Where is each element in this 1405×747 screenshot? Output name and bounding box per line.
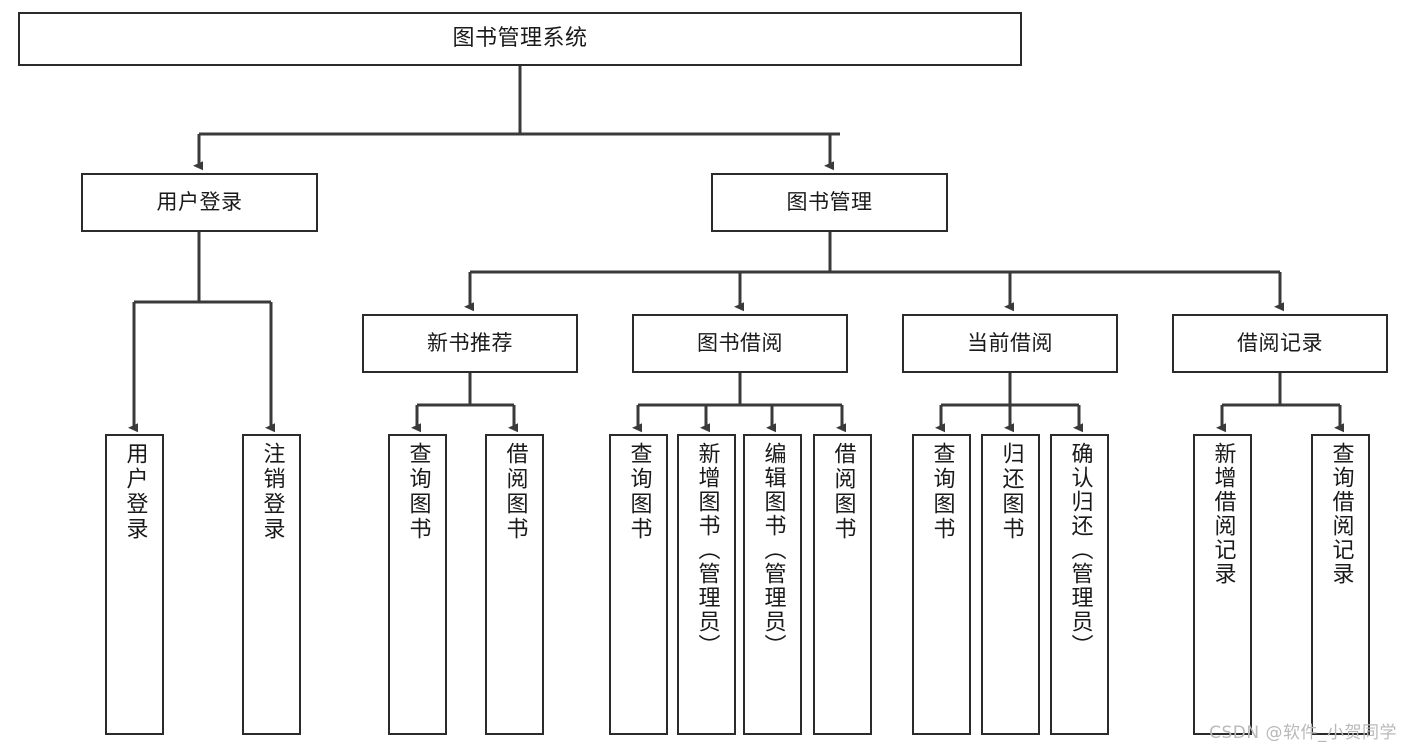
node-leaf-add-record-label: 新增借阅记录 (1210, 442, 1236, 586)
csdn-watermark: CSDN @软件_小贺同学 (1209, 723, 1397, 743)
node-leaf-logout-login[interactable]: 注销登录 (242, 434, 301, 735)
node-leaf-borrow-book-2[interactable]: 借阅图书 (813, 434, 872, 735)
node-leaf-add-record[interactable]: 新增借阅记录 (1193, 434, 1252, 735)
node-leaf-query-record-label: 查询借阅记录 (1328, 442, 1354, 586)
node-user-login-label: 用户登录 (156, 190, 243, 215)
node-current-borrow-label: 当前借阅 (967, 331, 1053, 356)
node-leaf-query-record[interactable]: 查询借阅记录 (1311, 434, 1370, 735)
node-current-borrow[interactable]: 当前借阅 (902, 314, 1118, 373)
node-new-book-recommend-label: 新书推荐 (427, 331, 513, 356)
node-leaf-query-book-2[interactable]: 查询图书 (609, 434, 668, 735)
node-leaf-query-book-3-label: 查询图书 (929, 442, 955, 542)
node-leaf-query-book-1[interactable]: 查询图书 (388, 434, 447, 735)
node-book-management-label: 图书管理 (786, 190, 873, 215)
node-leaf-borrow-book-1[interactable]: 借阅图书 (485, 434, 544, 735)
node-leaf-user-login[interactable]: 用户登录 (105, 434, 164, 735)
node-book-borrow[interactable]: 图书借阅 (632, 314, 848, 373)
node-leaf-return-book[interactable]: 归还图书 (981, 434, 1040, 735)
node-borrow-record-label: 借阅记录 (1237, 331, 1323, 356)
node-leaf-edit-book[interactable]: 编辑图书（管理员） (743, 434, 802, 735)
node-leaf-add-book-label: 新增图书（管理员） (694, 442, 720, 658)
node-leaf-return-book-label: 归还图书 (998, 442, 1024, 542)
node-leaf-confirm-return[interactable]: 确认归还（管理员） (1050, 434, 1109, 735)
node-book-borrow-label: 图书借阅 (697, 331, 783, 356)
node-root[interactable]: 图书管理系统 (18, 12, 1022, 66)
node-leaf-confirm-return-label: 确认归还（管理员） (1067, 442, 1093, 658)
node-leaf-add-book[interactable]: 新增图书（管理员） (677, 434, 736, 735)
node-root-label: 图书管理系统 (452, 26, 588, 52)
node-leaf-edit-book-label: 编辑图书（管理员） (760, 442, 786, 658)
node-leaf-borrow-book-2-label: 借阅图书 (830, 442, 856, 542)
node-leaf-query-book-3[interactable]: 查询图书 (912, 434, 971, 735)
node-leaf-user-login-label: 用户登录 (122, 442, 148, 542)
node-leaf-query-book-2-label: 查询图书 (626, 442, 652, 542)
node-user-login[interactable]: 用户登录 (81, 173, 318, 232)
node-new-book-recommend[interactable]: 新书推荐 (362, 314, 578, 373)
node-leaf-logout-login-label: 注销登录 (259, 442, 285, 542)
node-leaf-borrow-book-1-label: 借阅图书 (502, 442, 528, 542)
node-leaf-query-book-1-label: 查询图书 (405, 442, 431, 542)
node-borrow-record[interactable]: 借阅记录 (1172, 314, 1388, 373)
node-book-management[interactable]: 图书管理 (711, 173, 948, 232)
